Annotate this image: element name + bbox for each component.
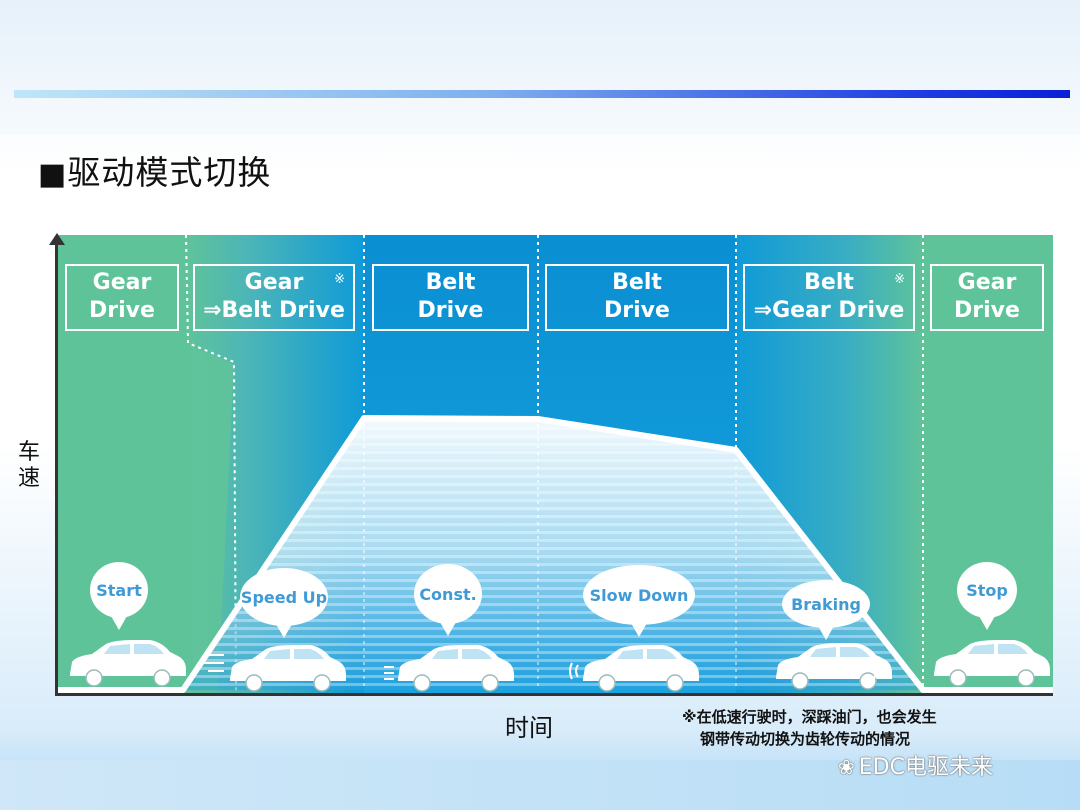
mode-line1: Belt bbox=[804, 270, 854, 295]
state-label: Stop bbox=[966, 580, 1008, 600]
car-icon bbox=[934, 640, 1050, 687]
mode-box-gear-drive: Gear Drive bbox=[65, 264, 179, 331]
mode-line1: Gear bbox=[244, 270, 304, 295]
state-bubble-stop: Stop bbox=[957, 562, 1017, 630]
state-bubble-braking: Braking bbox=[782, 580, 870, 640]
header-band bbox=[0, 0, 1080, 135]
mode-line2: Drive bbox=[954, 298, 1020, 323]
gear-region-edge bbox=[186, 235, 234, 690]
state-bubble-speed-up: Speed Up bbox=[240, 568, 328, 638]
state-bubble-const: Const. bbox=[414, 564, 482, 636]
mode-box-belt-drive-const: Belt Drive bbox=[372, 264, 529, 331]
mode-line1: Belt bbox=[425, 270, 476, 295]
slide-title: ■驱动模式切换 bbox=[38, 146, 271, 194]
mode-line1: Gear bbox=[957, 270, 1017, 295]
footnote-line2: 钢带传动切换为齿轮传动的情况 bbox=[700, 730, 911, 748]
state-bubble-start: Start bbox=[90, 562, 148, 630]
state-label: Start bbox=[96, 580, 142, 600]
footnote-line1: ※在低速行驶时，深踩油门，也会发生 bbox=[682, 708, 937, 726]
title-rule bbox=[14, 90, 1070, 98]
state-label: Slow Down bbox=[589, 585, 689, 605]
x-axis-label: 时间 bbox=[505, 714, 553, 742]
mode-box-belt-drive-slow: Belt Drive bbox=[545, 264, 729, 331]
speed-profile-stripes bbox=[183, 418, 923, 690]
mode-line1: Belt bbox=[612, 270, 662, 295]
mode-line2: ⇒Belt Drive bbox=[203, 298, 345, 323]
car-icon bbox=[776, 643, 892, 690]
mode-line2: Drive bbox=[604, 298, 670, 323]
car-icon bbox=[583, 645, 699, 692]
footnote: ※在低速行驶时，深踩油门，也会发生 钢带传动切换为齿轮传动的情况 bbox=[682, 706, 937, 750]
mode-line2: ⇒Gear Drive bbox=[753, 298, 905, 323]
car-icon bbox=[230, 645, 346, 692]
title-text: 驱动模式切换 bbox=[67, 153, 272, 192]
note-mark: ※ bbox=[334, 272, 345, 287]
y-axis-arrow-icon bbox=[49, 233, 65, 245]
speed-profile-line bbox=[58, 415, 1053, 693]
mode-line1: Gear bbox=[92, 270, 152, 295]
watermark-text: EDC电驱未来 bbox=[858, 755, 993, 780]
state-label: Speed Up bbox=[240, 587, 328, 607]
wechat-icon: ❀ bbox=[838, 755, 855, 779]
state-label: Const. bbox=[419, 584, 477, 604]
y-axis bbox=[55, 238, 58, 696]
brake-marks-icon bbox=[569, 652, 883, 682]
car-icon bbox=[398, 645, 514, 692]
footer-band bbox=[0, 760, 1080, 810]
x-axis bbox=[55, 693, 1053, 696]
state-label: Braking bbox=[791, 594, 861, 614]
mode-line2: Drive bbox=[89, 298, 155, 323]
watermark: ❀EDC电驱未来 bbox=[838, 749, 993, 781]
y-axis-label: 车速 bbox=[18, 440, 41, 491]
mode-box-belt-to-gear: ※ Belt ⇒Gear Drive bbox=[743, 264, 915, 331]
title-square-marker: ■ bbox=[38, 157, 68, 192]
mode-box-gear-to-belt: ※ Gear ⇒Belt Drive bbox=[193, 264, 355, 331]
note-mark: ※ bbox=[894, 272, 905, 287]
car-icon bbox=[70, 640, 186, 687]
mode-line2: Drive bbox=[417, 298, 484, 323]
motion-lines-icon bbox=[204, 654, 394, 680]
mode-box-gear-drive-stop: Gear Drive bbox=[930, 264, 1044, 331]
state-bubble-slow-down: Slow Down bbox=[583, 565, 695, 637]
